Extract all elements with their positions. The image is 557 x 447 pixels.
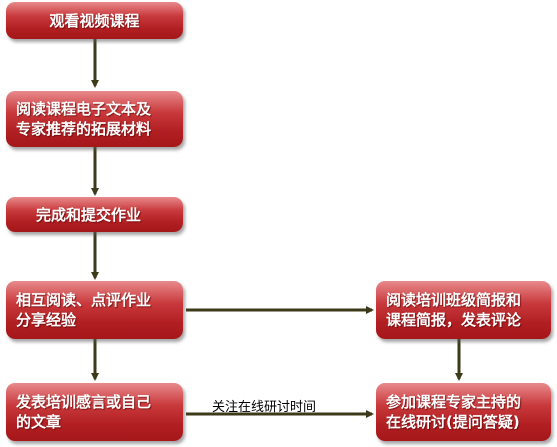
node-peer-review-label: 相互阅读、点评作业 分享经验 [16, 291, 152, 329]
node-publish-article: 发表培训感言或自己 的文章 [6, 383, 183, 441]
node-peer-review: 相互阅读、点评作业 分享经验 [6, 281, 183, 339]
node-read-materials-label: 阅读课程电子文本及 专家推荐的拓展材料 [16, 100, 152, 138]
node-join-seminar: 参加课程专家主持的 在线研讨(提问答疑) [376, 383, 551, 441]
node-publish-article-label: 发表培训感言或自己 的文章 [16, 393, 152, 431]
node-watch-course: 观看视频课程 [6, 2, 183, 39]
node-read-briefing-label: 阅读培训班级简报和 课程简报，发表评论 [386, 291, 522, 329]
node-complete-homework-label: 完成和提交作业 [36, 205, 142, 224]
node-read-briefing: 阅读培训班级简报和 课程简报，发表评论 [376, 281, 551, 339]
edge-label-follow-seminar: 关注在线研讨时间 [212, 400, 317, 415]
node-complete-homework: 完成和提交作业 [6, 197, 183, 232]
node-join-seminar-label: 参加课程专家主持的 在线研讨(提问答疑) [386, 393, 522, 431]
node-watch-course-label: 观看视频课程 [49, 11, 140, 30]
node-read-materials: 阅读课程电子文本及 专家推荐的拓展材料 [6, 91, 183, 147]
